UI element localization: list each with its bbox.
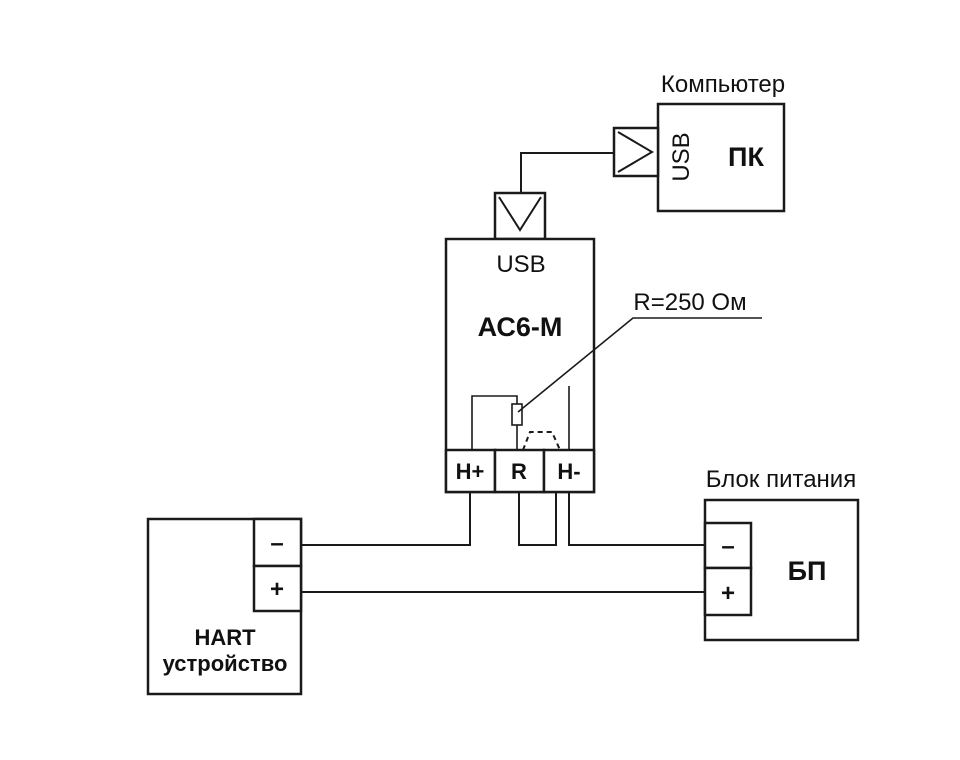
hart-terminal-plus xyxy=(252,564,303,613)
resistor-symbol xyxy=(511,403,523,426)
internal-wire-h-plus xyxy=(471,395,518,450)
psu-terminal-minus xyxy=(703,521,753,570)
hart-device-name-line2: устройство xyxy=(163,651,288,676)
computer-block: Компьютер ПК USB xyxy=(612,71,786,213)
computer-caption: Компьютер xyxy=(661,71,785,98)
resistor-leader-line xyxy=(517,317,762,413)
adapter-block: USB АС6-М R=250 Ом H+ R H- xyxy=(444,191,762,494)
resistor-label: R=250 Ом xyxy=(633,289,746,316)
wire-hart-minus-to-h-plus xyxy=(301,492,471,546)
computer-usb-label: USB xyxy=(668,132,695,181)
hart-terminal-minus-label: – xyxy=(270,530,283,557)
jumper-dashed xyxy=(522,431,561,451)
power-supply-name: БП xyxy=(788,556,827,586)
adapter-usb-connector-symbol xyxy=(498,196,542,232)
psu-terminal-minus-label: – xyxy=(721,533,734,560)
terminal-h-minus-label: H- xyxy=(557,459,580,484)
computer-usb-connector-symbol xyxy=(617,131,654,173)
hart-device-block: – + HART устройство xyxy=(146,517,303,696)
adapter-usb-connector xyxy=(493,191,547,241)
terminal-h-plus-label: H+ xyxy=(456,459,485,484)
power-supply-caption: Блок питания xyxy=(706,466,856,493)
computer-box xyxy=(656,102,786,213)
hart-terminal-plus-label: + xyxy=(270,576,284,603)
adapter-name: АС6-М xyxy=(478,312,563,342)
hart-device-name-line1: HART xyxy=(194,625,256,650)
computer-name: ПК xyxy=(728,142,764,172)
psu-terminal-plus-label: + xyxy=(721,580,735,607)
adapter-usb-label: USB xyxy=(496,251,545,278)
wire-r-jumper xyxy=(518,492,557,546)
wire-h-minus-to-psu-minus xyxy=(568,492,705,546)
terminal-r xyxy=(493,448,546,494)
terminal-r-label: R xyxy=(511,459,527,484)
power-supply-block: Блок питания – + БП xyxy=(703,466,860,642)
usb-cable xyxy=(520,152,614,193)
